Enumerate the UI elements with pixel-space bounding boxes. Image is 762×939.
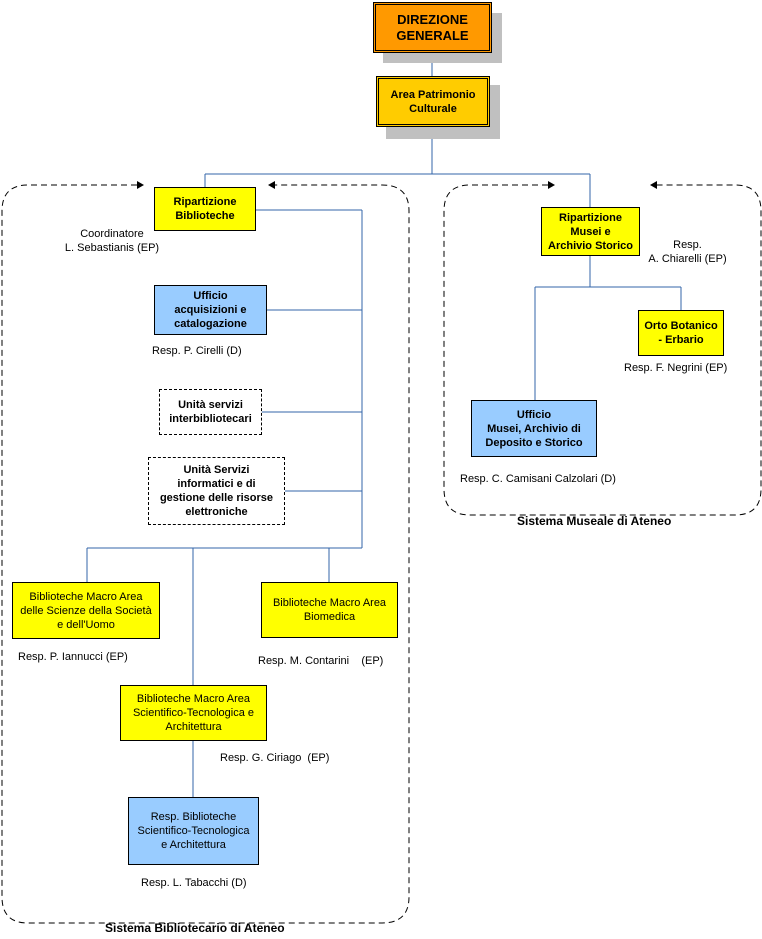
direzione-generale-label: DIREZIONE GENERALE xyxy=(396,11,469,43)
ufficio-musei-label: Ufficio Musei, Archivio di Deposito e St… xyxy=(485,408,583,449)
ripartizione-musei-label: Ripartizione Musei e Archivio Storico xyxy=(548,211,633,252)
orto-botanico-label: Orto Botanico - Erbario xyxy=(644,320,718,346)
orto-botanico-box: Orto Botanico - Erbario xyxy=(638,310,724,356)
resp-negrini-label: Resp. F. Negrini (EP) xyxy=(624,362,728,374)
resp-contarini-label: Resp. M. Contarini (EP) xyxy=(258,655,384,667)
resp-iannucci-label: Resp. P. Iannucci (EP) xyxy=(18,651,128,663)
ufficio-musei-box: Ufficio Musei, Archivio di Deposito e St… xyxy=(471,400,597,457)
unita-informatici-box: Unità Servizi informatici e di gestione … xyxy=(148,457,285,525)
resp-biblioteche-st-label: Resp. Biblioteche Scientifico-Tecnologic… xyxy=(137,811,250,851)
macro-scienze-label: Biblioteche Macro Area delle Scienze del… xyxy=(20,590,152,631)
macro-scienze-box: Biblioteche Macro Area delle Scienze del… xyxy=(12,582,160,639)
unita-interbibliotecari-box: Unità servizi interbibliotecari xyxy=(159,389,262,435)
ripartizione-biblioteche-box: Ripartizione Biblioteche xyxy=(154,187,256,231)
resp-biblioteche-st-box: Resp. Biblioteche Scientifico-Tecnologic… xyxy=(128,797,259,865)
direzione-generale-box: DIREZIONE GENERALE xyxy=(373,2,492,53)
resp-ciriago-label: Resp. G. Ciriago (EP) xyxy=(220,752,330,764)
area-patrimonio-label: Area Patrimonio Culturale xyxy=(390,88,476,115)
ripartizione-musei-box: Ripartizione Musei e Archivio Storico xyxy=(541,207,640,256)
unita-informatici-label: Unità Servizi informatici e di gestione … xyxy=(159,464,274,518)
resp-tabacchi-label: Resp. L. Tabacchi (D) xyxy=(141,877,247,889)
sistema-bibliotecario-title: Sistema Bibliotecario di Ateneo xyxy=(105,921,285,935)
macro-scientifico-label: Biblioteche Macro Area Scientifico-Tecno… xyxy=(132,693,255,733)
resp-cirelli-label: Resp. P. Cirelli (D) xyxy=(152,345,242,357)
area-patrimonio-box: Area Patrimonio Culturale xyxy=(376,76,490,127)
ripartizione-biblioteche-label: Ripartizione Biblioteche xyxy=(173,196,237,222)
resp-chiarelli-label: Resp. A. Chiarelli (EP) xyxy=(648,239,727,265)
coordinatore-label: Coordinatore L. Sebastianis (EP) xyxy=(64,228,160,254)
ufficio-acquisizioni-label: Ufficio acquisizioni e catalogazione xyxy=(174,290,247,330)
sistema-museale-title: Sistema Museale di Ateneo xyxy=(517,514,672,528)
resp-camisani-label: Resp. C. Camisani Calzolari (D) xyxy=(460,473,616,485)
macro-biomedica-label: Biblioteche Macro Area Biomedica xyxy=(272,597,387,623)
macro-scientifico-box: Biblioteche Macro Area Scientifico-Tecno… xyxy=(120,685,267,741)
ufficio-acquisizioni-box: Ufficio acquisizioni e catalogazione xyxy=(154,285,267,335)
unita-interbibliotecari-label: Unità servizi interbibliotecari xyxy=(169,399,252,425)
macro-biomedica-box: Biblioteche Macro Area Biomedica xyxy=(261,582,398,638)
